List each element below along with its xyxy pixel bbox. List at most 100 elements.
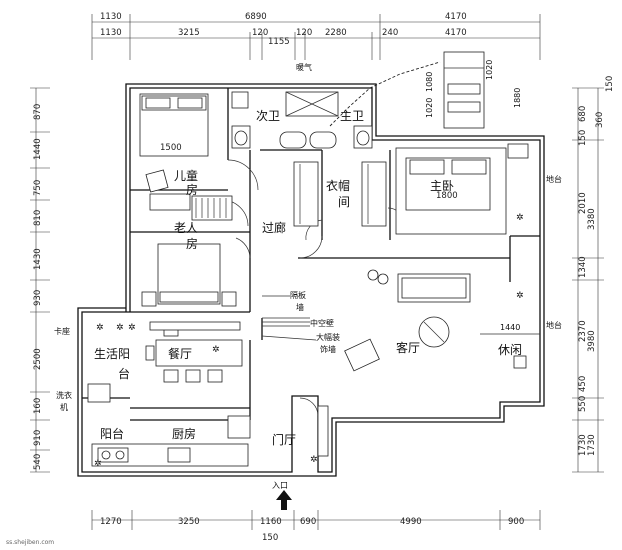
dim-right-outer-3: 1730 [587,434,597,456]
dim-bottom-1: 1270 [100,517,122,527]
label-utility-2: 台 [118,366,130,381]
elder-room: 老人 房 [141,221,237,307]
dim-top-inner-3: 120 [252,28,268,38]
plant-icon: ✲ [96,323,104,333]
note-partition-2: 墙 [296,302,304,312]
label-leisure: 休闲 [498,343,522,357]
dim-right-1: 150 [605,76,615,92]
label-elder-room-2: 房 [186,236,198,251]
dim-bottom-5: 4990 [400,517,422,527]
note-washer-1: 洗衣 [56,390,72,400]
plants: ✲ ✲ ✲ ✲ ✲ ✲ ✲ ✲ [94,213,524,469]
dim-top-inner-2: 3215 [178,28,200,38]
watermark: ss.shejiben.com [6,539,54,546]
cloak-room: 衣帽 间 过廊 [262,161,387,235]
label-kids-room-1: 儿童 [174,168,198,183]
label-dining: 餐厅 [168,346,192,361]
plant-icon: ✲ [116,323,124,333]
label-heater: 暖气 [296,62,312,72]
dim-wardrobe-3: 1020 [485,60,494,80]
dim-left-3: 750 [33,180,43,196]
label-master-bath: 主卫 [340,109,364,123]
dim-top-1: 1130 [100,12,122,22]
plant-icon: ✲ [516,291,524,301]
label-cloak-2: 间 [338,195,350,209]
dining-area: 餐厅 生活阳 台 卡座 洗衣 机 [54,321,243,412]
note-deco-wall-2: 饰墙 [320,344,336,354]
living-room: 客厅 休闲 1440 地台 [344,269,562,372]
dim-bottom-3: 1160 [260,517,282,527]
label-foyer: 门厅 [272,432,296,447]
label-kitchen: 厨房 [172,426,196,441]
dim-left-9: 910 [33,430,43,446]
dim-right-4: 150 [578,130,588,146]
dim-top-inner-4: 1155 [268,37,290,47]
note-card-seat: 卡座 [54,326,70,336]
bottom-dimensions: 1270 3250 1160 690 4990 900 150 [91,510,541,543]
dim-top-inner-7: 240 [382,28,398,38]
dim-master-bed: 1800 [436,191,458,201]
label-second-bath: 次卫 [256,109,280,123]
note-deco-wall-1: 大幅装 [316,332,340,342]
dim-kids-bed: 1500 [160,143,182,153]
dim-top-inner-6: 2280 [325,28,347,38]
dim-bottom-6: 900 [508,517,524,527]
label-master-bedroom: 主卧 [430,179,454,193]
plant-icon: ✲ [128,323,136,333]
dim-wardrobe-1: 1080 [425,72,434,92]
entry-arrow-icon [276,490,292,510]
label-entry: 入口 [272,481,288,490]
dim-bottom-4: 690 [300,517,316,527]
right-dimensions: 3380 3980 1730 150 680 360 150 2010 1340… [572,76,615,473]
dim-left-1: 870 [33,104,43,120]
dim-bottom-7: 150 [262,533,278,543]
dim-left-5: 1430 [33,248,43,270]
dim-top-inner-5: 120 [296,28,312,38]
kitchen-area: 阳台 厨房 门厅 [91,405,329,467]
label-elder-room-1: 老人 [174,221,198,235]
label-corridor: 过廊 [262,220,286,235]
top-dimensions: 1130 6890 4170 1130 3215 120 1155 120 22… [91,12,541,60]
dim-right-5: 2010 [578,192,588,214]
dim-leisure: 1440 [500,323,520,332]
dim-left-2: 1440 [33,138,43,160]
dim-left-7: 2500 [33,348,43,370]
note-partition-1: 隔板 [290,290,306,300]
left-dimensions: 870 1440 750 810 1430 930 2500 160 910 5… [30,87,50,473]
label-living-room: 客厅 [396,340,420,355]
dim-wardrobe-2: 1020 [425,98,434,118]
dim-left-10: 540 [33,454,43,470]
plant-icon: ✲ [94,459,102,469]
wardrobe-detail: 1080 1020 1020 1880 [425,51,522,129]
note-washer-2: 机 [60,402,68,412]
dim-bottom-2: 3250 [178,517,200,527]
dim-top-inner-8: 4170 [445,28,467,38]
plant-icon: ✲ [516,213,524,223]
dim-right-6: 1340 [578,256,588,278]
dim-right-7: 2370 [578,320,588,342]
label-step-1: 地台 [546,174,562,184]
dim-right-8: 450 [578,376,588,392]
dim-left-8: 160 [33,398,43,414]
dim-left-4: 810 [33,210,43,226]
label-utility-1: 生活阳 [94,347,130,361]
master-bedroom: 1800 主卧 地台 [395,143,562,235]
note-hollow-wall: 中空壁 [310,318,334,328]
dim-right-10: 1730 [578,434,588,456]
bathrooms: 次卫 主卫 暖气 [231,61,441,149]
dim-top-inner-1: 1130 [100,28,122,38]
plant-icon: ✲ [310,455,318,465]
label-step-2: 地台 [546,320,562,330]
kids-room: 1500 儿童 房 [139,93,233,221]
dim-right-9: 550 [578,396,588,412]
dim-left-6: 930 [33,290,43,306]
interior-walls [82,88,540,421]
dim-wardrobe-4: 1880 [513,88,522,108]
dim-right-3: 360 [595,112,605,128]
dim-top-2: 6890 [245,12,267,22]
label-cloak-1: 衣帽 [326,178,350,193]
dim-right-outer-1: 3380 [587,208,597,230]
dim-right-2: 680 [578,106,588,122]
